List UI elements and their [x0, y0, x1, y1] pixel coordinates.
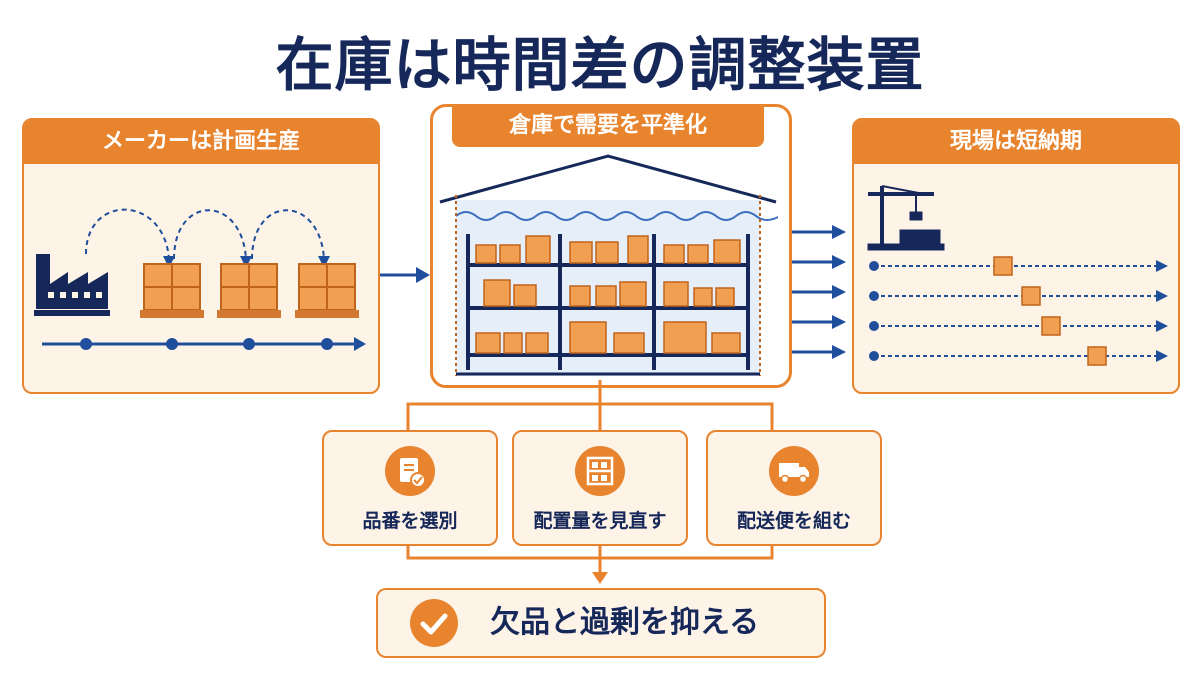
- maker-flow-illustration: [34, 208, 366, 351]
- arrows-to-site: [792, 225, 846, 359]
- stock-boxes: [475, 235, 741, 354]
- action-label-select: 品番を選別: [362, 510, 458, 532]
- page-title: 在庫は時間差の調整装置: [275, 31, 925, 99]
- maker-panel: メーカーは計画生産: [22, 118, 380, 394]
- clipboard-check-icon: [385, 446, 435, 496]
- shelf-icon: [575, 446, 625, 496]
- site-panel: 現場は短納期: [852, 118, 1180, 394]
- action-box-adjust: 配置量を見直す: [512, 430, 688, 546]
- connector-lines: [406, 380, 774, 584]
- warehouse-panel-header: 倉庫で需要を平準化: [452, 105, 764, 147]
- action-label-adjust: 配置量を見直す: [533, 510, 667, 532]
- truck-icon: [769, 446, 819, 496]
- arrow-to-warehouse: [380, 267, 430, 283]
- warehouse-illustration: [439, 154, 778, 376]
- site-flow-illustration: [867, 185, 1168, 366]
- action-box-ship: 配送便を組む: [706, 430, 882, 546]
- check-icon: [410, 599, 458, 647]
- crane-icon: [867, 185, 945, 251]
- pallet-icon: [140, 263, 359, 318]
- action-label-ship: 配送便を組む: [736, 510, 851, 532]
- result-label: 欠品と過剰を抑える: [490, 605, 760, 640]
- site-panel-header: 現場は短納期: [854, 120, 1178, 164]
- maker-panel-header: メーカーは計画生産: [24, 120, 378, 164]
- action-box-select: 品番を選別: [322, 430, 498, 546]
- factory-icon: [34, 254, 110, 316]
- result-box: 欠品と過剰を抑える: [376, 588, 826, 658]
